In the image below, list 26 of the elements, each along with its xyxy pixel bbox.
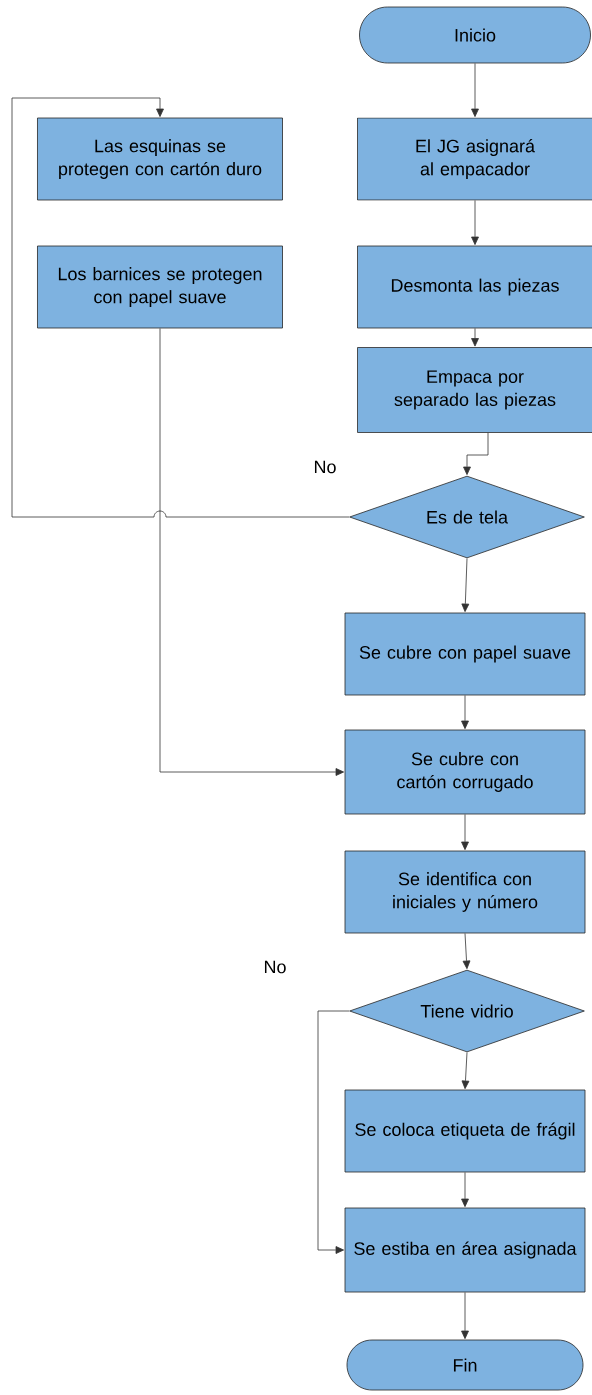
process-box: El JG asignará al empacador (357, 117, 592, 201)
process-box: Se identifica con iniciales y número (344, 850, 586, 934)
arrow (471, 200, 479, 245)
arrow (471, 63, 479, 118)
arrow (461, 558, 470, 612)
arrow (461, 1292, 469, 1340)
arrow (461, 814, 469, 851)
process-box: Se cubre con papel suave (344, 612, 586, 696)
terminal-box: Inicio (359, 6, 591, 64)
terminal-box: Fin (346, 1339, 584, 1391)
process-box: Se cubre con cartón corrugado (344, 729, 586, 815)
arrow (463, 432, 489, 475)
process-box: Las esquinas se protegen con cartón duro (37, 117, 283, 201)
arrow (11, 97, 350, 518)
arrow (461, 695, 469, 730)
arrow (159, 328, 344, 776)
arrow (471, 328, 479, 347)
process-box: Desmonta las piezas (357, 245, 592, 329)
process-box: Se estiba en área asignada (344, 1207, 586, 1293)
arrow (461, 1052, 470, 1090)
arrow (317, 1010, 350, 1254)
process-box: Empaca por separado las piezas (357, 347, 592, 433)
arrow (462, 933, 471, 970)
process-box: Se coloca etiqueta de frágil (344, 1089, 586, 1173)
process-box: Los barnices se protegen con papel suave (37, 245, 283, 329)
arrow (461, 1172, 469, 1208)
